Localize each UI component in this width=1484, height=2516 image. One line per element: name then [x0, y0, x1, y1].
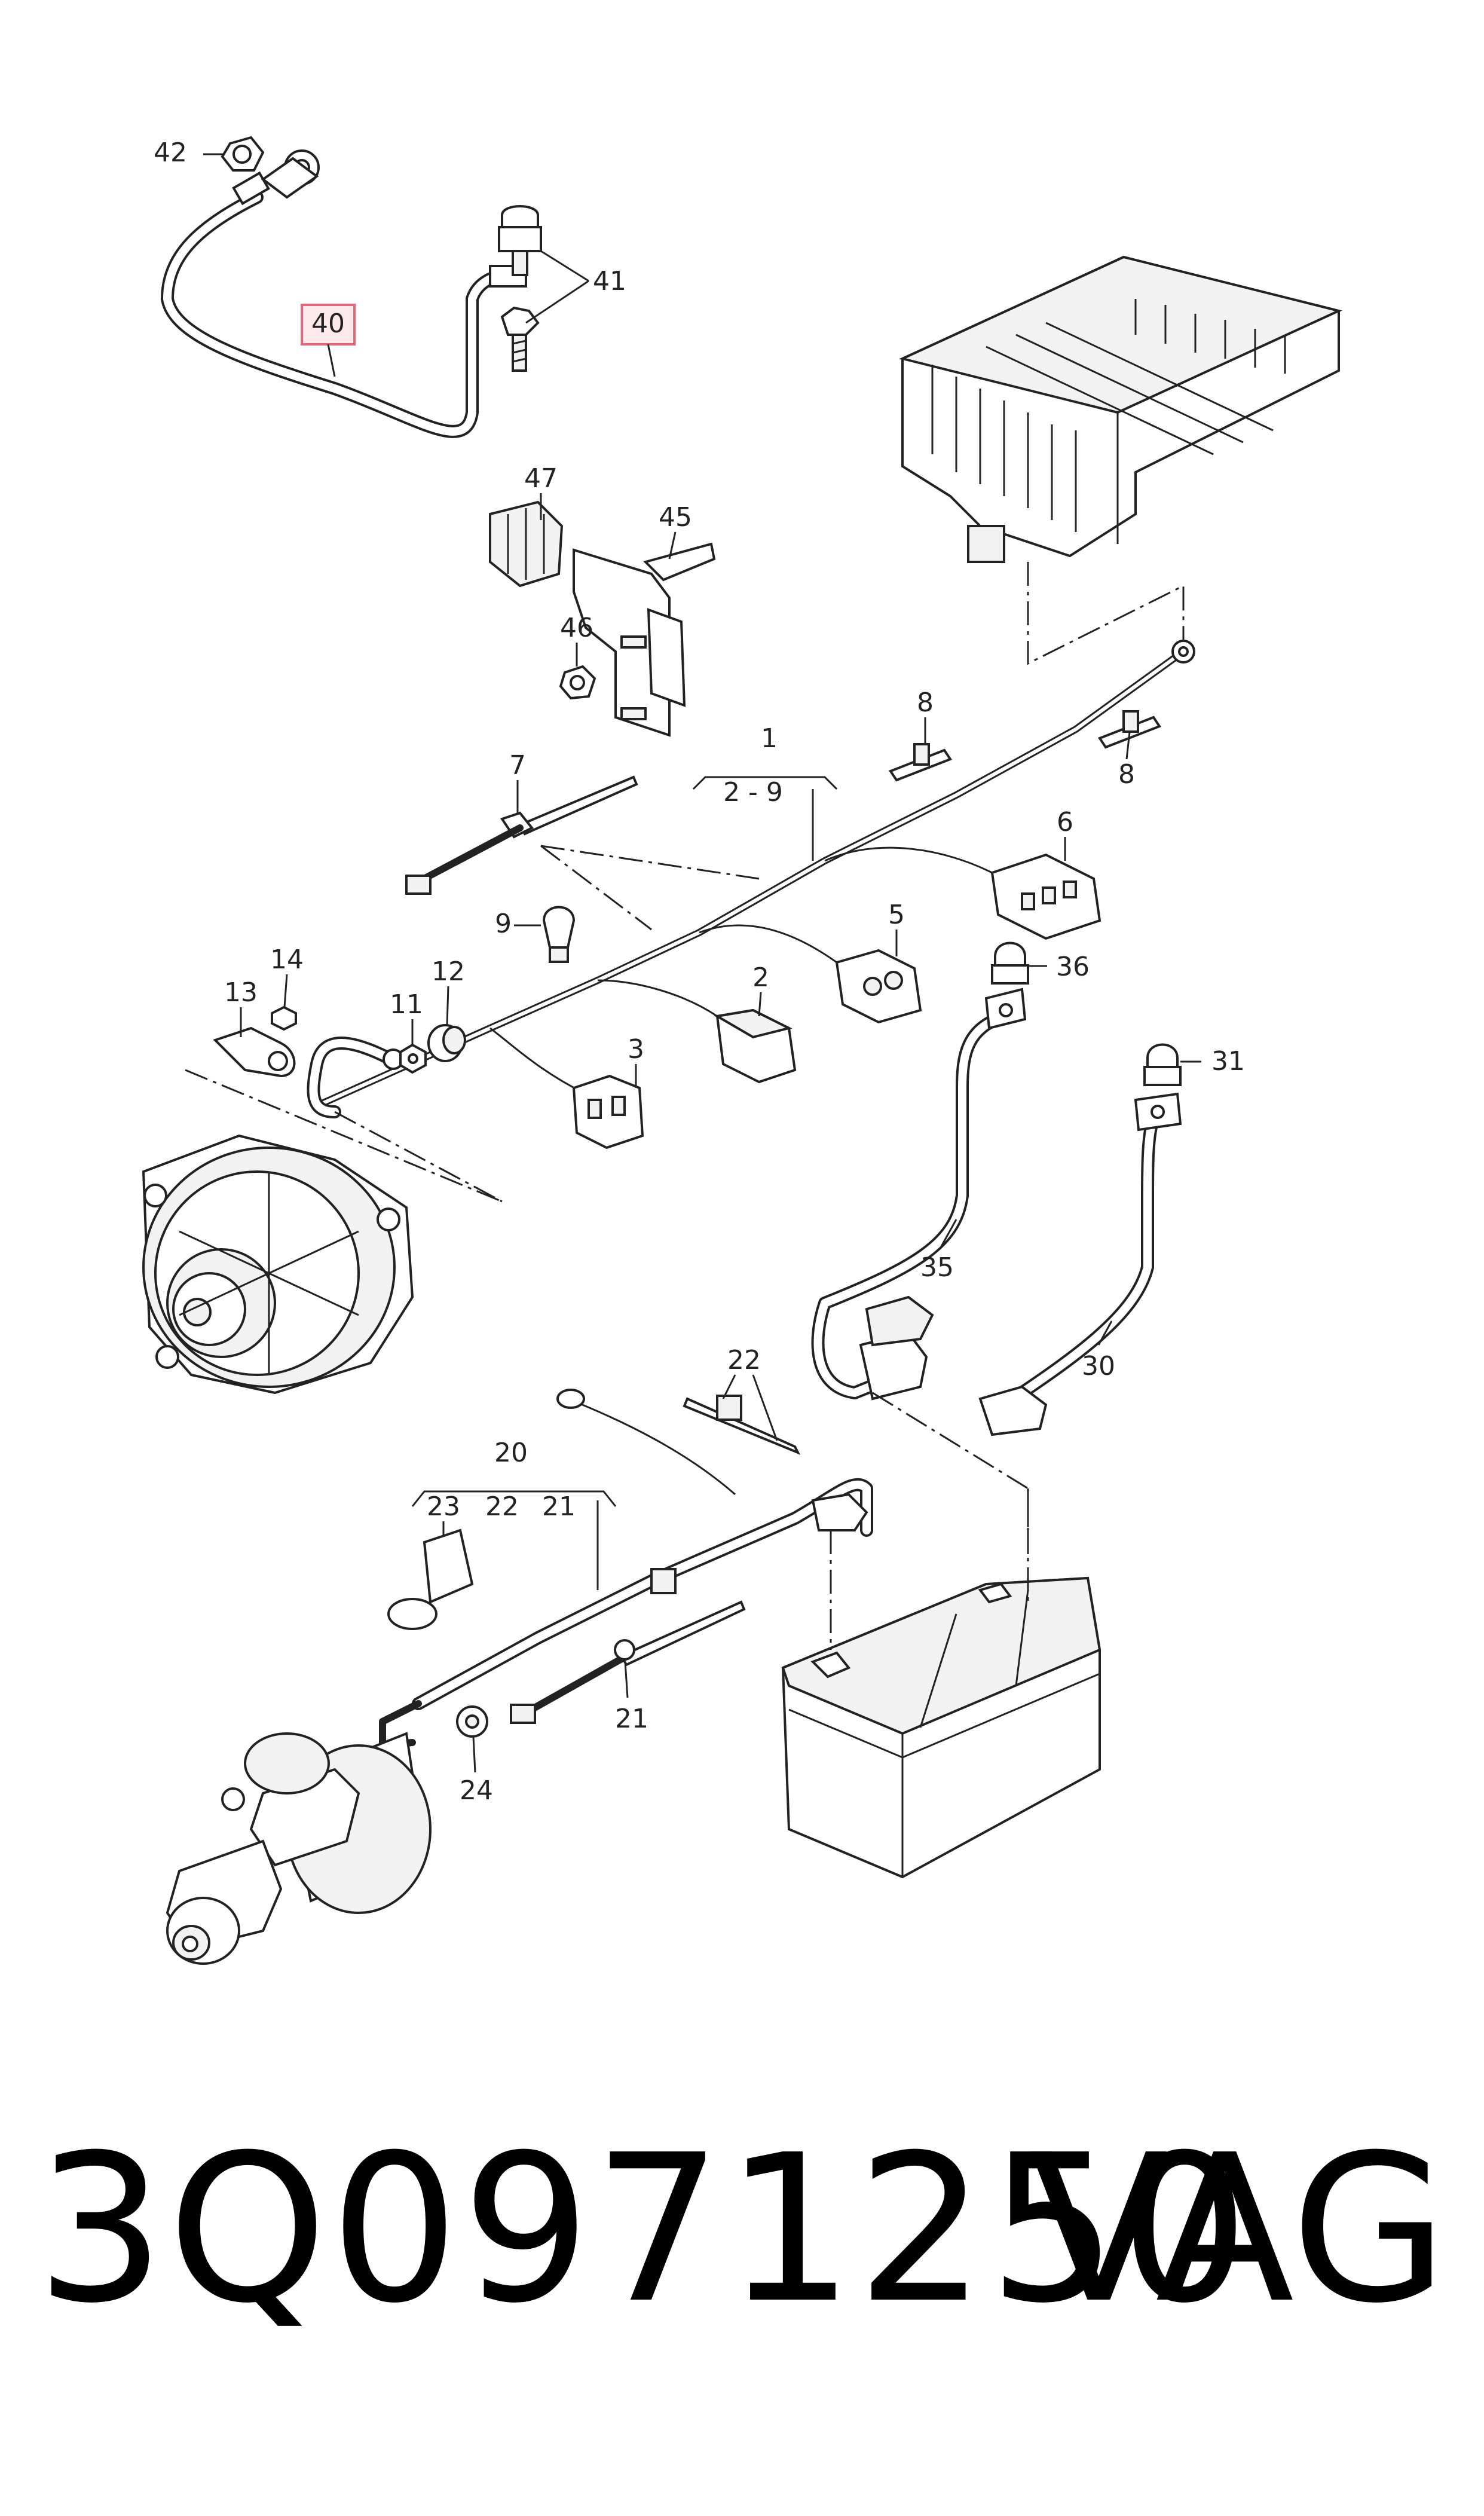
callout-41: 41 [593, 266, 626, 296]
callout-40-box [301, 304, 356, 346]
battery [781, 1576, 1101, 1879]
callout-42: 42 [154, 137, 187, 168]
clip-22 [683, 1395, 801, 1455]
alternator-cable [307, 1037, 404, 1118]
callout-1-range: 2 - 9 [723, 777, 783, 808]
callout-31: 31 [1211, 1046, 1245, 1077]
callout-30: 30 [1082, 1351, 1115, 1381]
connector-3 [572, 1074, 644, 1150]
clip-9 [542, 906, 576, 963]
callout-24: 24 [460, 1775, 493, 1806]
callout-6: 6 [1057, 807, 1073, 837]
callout-22: 22 [727, 1345, 761, 1375]
cable-tie-7 [405, 775, 638, 895]
callout-40: 40 [311, 308, 345, 339]
cable-tie-21a [510, 1600, 746, 1724]
nut-11 [399, 1043, 427, 1074]
battery-cable-35 [811, 988, 1027, 1401]
fuse-box [898, 255, 1343, 563]
callout-20-22: 22 [485, 1491, 519, 1522]
callout-9: 9 [495, 909, 512, 939]
callout-8-lower: 8 [1118, 759, 1135, 790]
nut-42 [221, 136, 265, 172]
callout-12: 12 [432, 956, 465, 987]
callout-11: 11 [390, 989, 423, 1020]
alternator [142, 1134, 414, 1395]
callout-14: 14 [270, 944, 304, 975]
part-number: 3Q0971250 [36, 2111, 1252, 2348]
nut-24 [456, 1705, 488, 1738]
manufacturer: VAG [1029, 2111, 1448, 2348]
starter-harness-20 [379, 1389, 873, 1749]
callout-13: 13 [224, 977, 258, 1008]
callout-20-21: 21 [542, 1491, 576, 1522]
battery-cable-30 [978, 1092, 1182, 1436]
wiring-harness-1 [313, 640, 1195, 1109]
clamp-13 [213, 1026, 296, 1078]
connector-2 [714, 1008, 797, 1084]
callout-46: 46 [560, 613, 593, 643]
clip-8b [1097, 710, 1162, 749]
connector-6 [990, 853, 1101, 940]
nut-14 [271, 1005, 297, 1031]
ground-strap-40 [161, 149, 527, 438]
callout-20-23: 23 [427, 1491, 460, 1522]
callout-8-upper: 8 [917, 687, 934, 718]
clip-8a [888, 743, 953, 782]
connector-5 [835, 949, 922, 1024]
callout-35: 35 [920, 1252, 954, 1283]
holder-23 [387, 1528, 474, 1630]
callout-3: 3 [628, 1034, 644, 1065]
callout-5: 5 [888, 900, 905, 930]
callout-20: 20 [494, 1438, 528, 1468]
callout-7: 7 [509, 750, 526, 781]
clip-47 [489, 500, 564, 588]
callout-1: 1 [761, 723, 778, 754]
callout-2: 2 [752, 962, 769, 993]
nut-31 [1143, 1043, 1182, 1086]
callout-21: 21 [615, 1704, 648, 1734]
callout-36: 36 [1056, 952, 1090, 982]
bolt-41 [498, 205, 542, 372]
callout-47: 47 [524, 463, 558, 494]
nut-36 [991, 941, 1029, 985]
callout-45: 45 [659, 502, 692, 533]
nut-46 [559, 635, 647, 720]
cap-12 [427, 1024, 466, 1062]
starter-motor [166, 1732, 432, 1965]
parts-diagram: 40 42 41 47 45 46 [142, 136, 1343, 1965]
